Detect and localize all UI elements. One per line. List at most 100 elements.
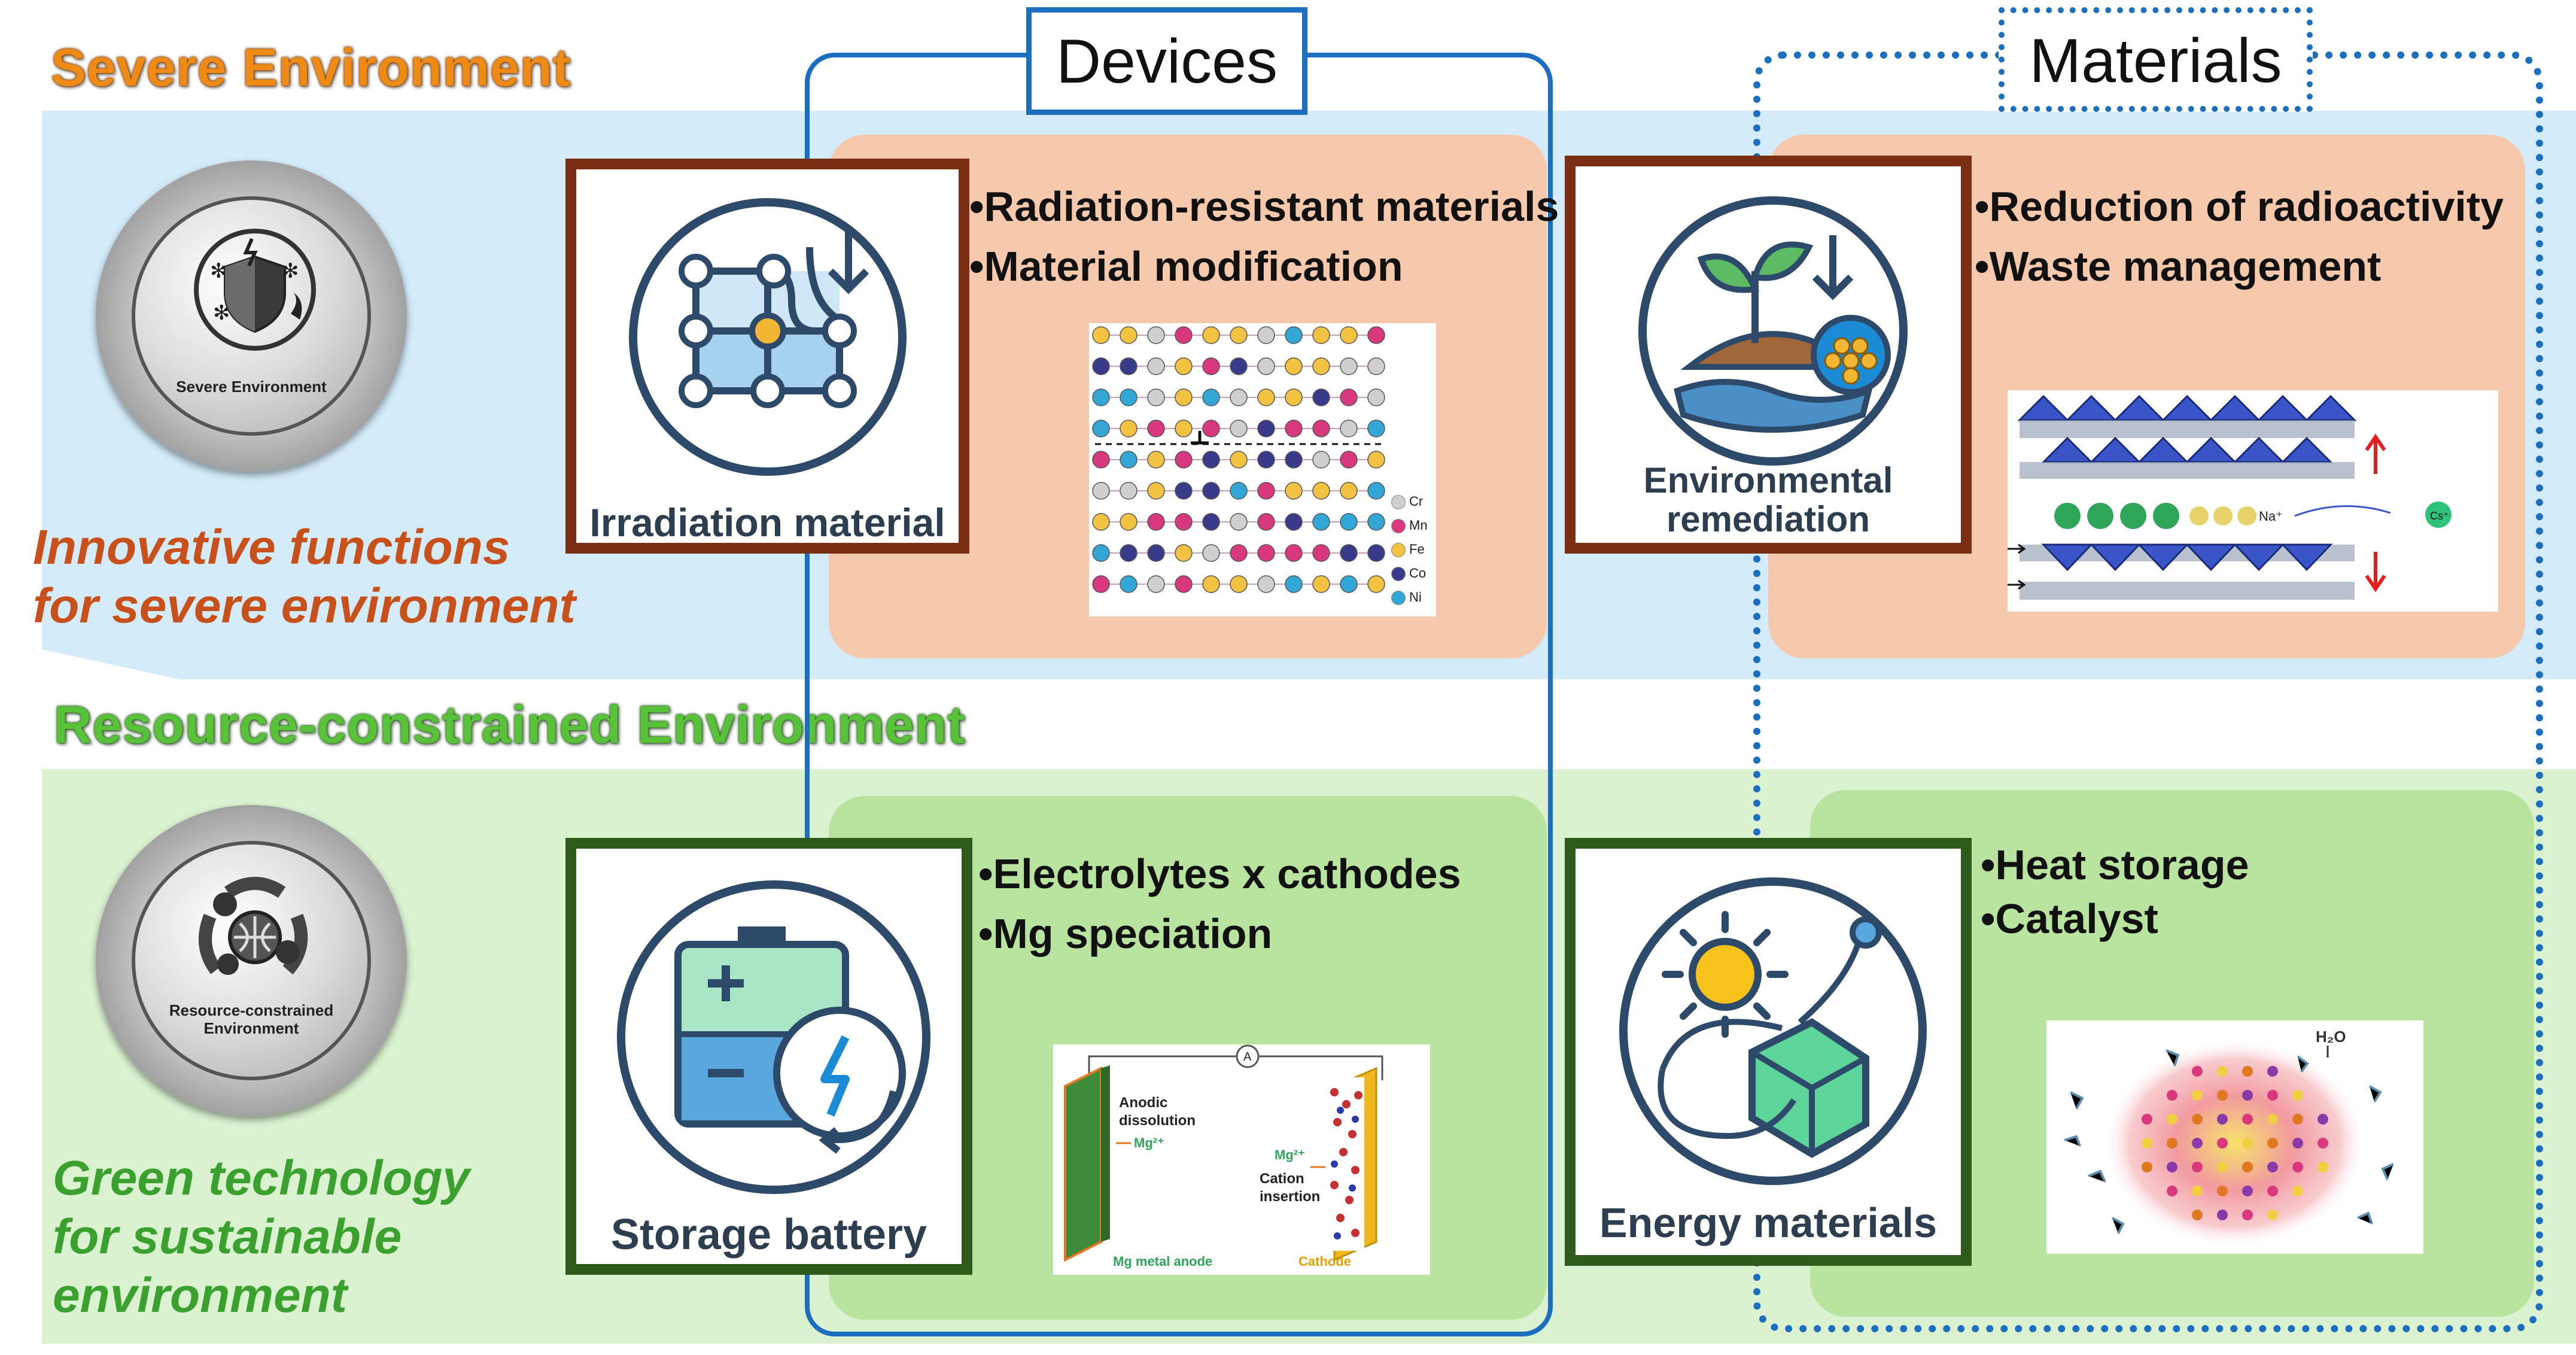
lattice-atom [1312, 357, 1330, 375]
lattice-atom [1367, 451, 1385, 469]
lattice-atom [1340, 357, 1358, 375]
energy-materials-label: Energy materials [1599, 1199, 1938, 1246]
lattice-atom [1092, 513, 1110, 531]
lattice-atom [1092, 420, 1110, 438]
layered-structure-figure: Na⁺ Cs⁺ [2008, 394, 2452, 600]
lattice-atom [1202, 575, 1220, 593]
lattice-atom [1230, 357, 1248, 375]
cluster-atom [2242, 1114, 2253, 1125]
cluster-atom [2217, 1090, 2228, 1101]
cluster-atom [2167, 1162, 2177, 1172]
cluster-atom [2217, 1138, 2228, 1149]
remediation-bullets: •Reduction of radioactivity •Waste manag… [1975, 177, 2504, 296]
bullet-item: •Waste management [1975, 243, 2382, 290]
resource-caption-line1: Green technology [53, 1151, 470, 1205]
lattice-atom [1367, 357, 1385, 375]
lattice-atom [1202, 513, 1220, 531]
top-layer [2017, 394, 2357, 421]
lattice-atom [1120, 544, 1138, 562]
lattice-atom [1312, 420, 1330, 438]
resource-caption: Green technology for sustainable environ… [53, 1149, 470, 1325]
lattice-atom [1230, 388, 1248, 406]
alloy-lattice-figure [1092, 326, 1385, 593]
lattice-atom [1147, 575, 1165, 593]
cluster-atom [2318, 1138, 2328, 1149]
energy-bullets: •Heat storage •Catalyst [1981, 838, 2249, 946]
lattice-atom [1367, 482, 1385, 500]
cluster-atom [2217, 1066, 2228, 1077]
lattice-atom [1367, 575, 1385, 593]
lattice-atom [1257, 451, 1275, 469]
storage-battery-card: Storage battery [565, 838, 972, 1275]
severe-environment-medal: ✻ ✻ ✻ Severe Environment [96, 160, 407, 472]
lattice-atom [1257, 326, 1275, 344]
energy-materials-card: Energy materials [1565, 838, 1972, 1266]
interlayer-cations [2054, 503, 2256, 529]
lattice-atom [1175, 513, 1193, 531]
svg-text:✻: ✻ [210, 259, 227, 283]
irradiation-bullets: •Radiation-resistant materials •Material… [969, 177, 1559, 296]
lattice-atom [1285, 388, 1303, 406]
lattice-atom [1120, 513, 1138, 531]
mg-ion-right: Mg²⁺ [1275, 1147, 1305, 1162]
severe-caption: Innovative functions for severe environm… [33, 518, 576, 636]
lattice-atom [1285, 513, 1303, 531]
lattice-atom [1340, 451, 1358, 469]
water-molecules [2064, 1049, 2394, 1234]
catalyst-figure: H₂O [2064, 1028, 2394, 1248]
cluster-atom [2242, 1210, 2253, 1220]
cation-label-line1: Cation [1260, 1171, 1304, 1187]
cluster-atom [2142, 1138, 2152, 1149]
cluster-atoms [2142, 1066, 2328, 1220]
cluster-atom [2167, 1186, 2177, 1196]
severe-caption-line1: Innovative functions [33, 520, 510, 575]
lattice-atom [1257, 420, 1275, 438]
lattice-atom [1202, 357, 1220, 375]
cluster-atom [2292, 1186, 2303, 1196]
cluster-atom [2242, 1186, 2253, 1196]
lattice-atom [1230, 420, 1248, 438]
cluster-atom [2292, 1138, 2303, 1149]
lattice-atom [1340, 575, 1358, 593]
environmental-remediation-label-line2: remediation [1666, 499, 1871, 539]
cluster-atom [2267, 1162, 2278, 1172]
bullet-item: •Electrolytes x cathodes [978, 850, 1461, 897]
lattice-atom [1230, 575, 1248, 593]
lattice-atom [1312, 326, 1330, 344]
cluster-atom [2192, 1162, 2203, 1172]
lattice-atom [1340, 482, 1358, 500]
lattice-atom [1312, 388, 1330, 406]
cluster-atom [2192, 1114, 2203, 1125]
shield-icon: ✻ ✻ ✻ [194, 229, 316, 351]
cluster-atom [2242, 1162, 2253, 1172]
element-legend: Cr Mn Fe Co Ni [1391, 490, 1428, 609]
lattice-atom [1367, 513, 1385, 531]
bullet-item: •Mg speciation [978, 910, 1273, 957]
lattice-atom [1120, 482, 1138, 500]
ammeter-label: A [1243, 1050, 1252, 1064]
lattice-atom [1202, 388, 1220, 406]
lattice-atom [1120, 326, 1138, 344]
lattice-atom [1092, 544, 1110, 562]
cluster-atom [2167, 1138, 2177, 1149]
cluster-atom [2142, 1162, 2152, 1172]
cluster-atom [2267, 1138, 2278, 1149]
lattice-atom [1175, 420, 1193, 438]
lattice-atom [1202, 420, 1220, 438]
lattice-atom [1367, 544, 1385, 562]
lattice-atom [1257, 513, 1275, 531]
lattice-atom [1175, 326, 1193, 344]
lattice-atom [1147, 451, 1165, 469]
lattice-atom [1202, 482, 1220, 500]
cluster-atom [2318, 1114, 2328, 1125]
lattice-atom [1092, 575, 1110, 593]
cluster-atom [2318, 1162, 2328, 1172]
battery-bolt-icon [617, 880, 930, 1194]
lattice-atom [1120, 575, 1138, 593]
alloy-lattice-inset: Cr Mn Fe Co Ni [1089, 323, 1436, 616]
lattice-atom [1147, 482, 1165, 500]
resource-environment-title: Resource-constrained Environment [54, 695, 966, 754]
cluster-atom [2192, 1210, 2203, 1220]
lattice-atom [1175, 544, 1193, 562]
bullet-item: •Material modification [969, 243, 1403, 290]
